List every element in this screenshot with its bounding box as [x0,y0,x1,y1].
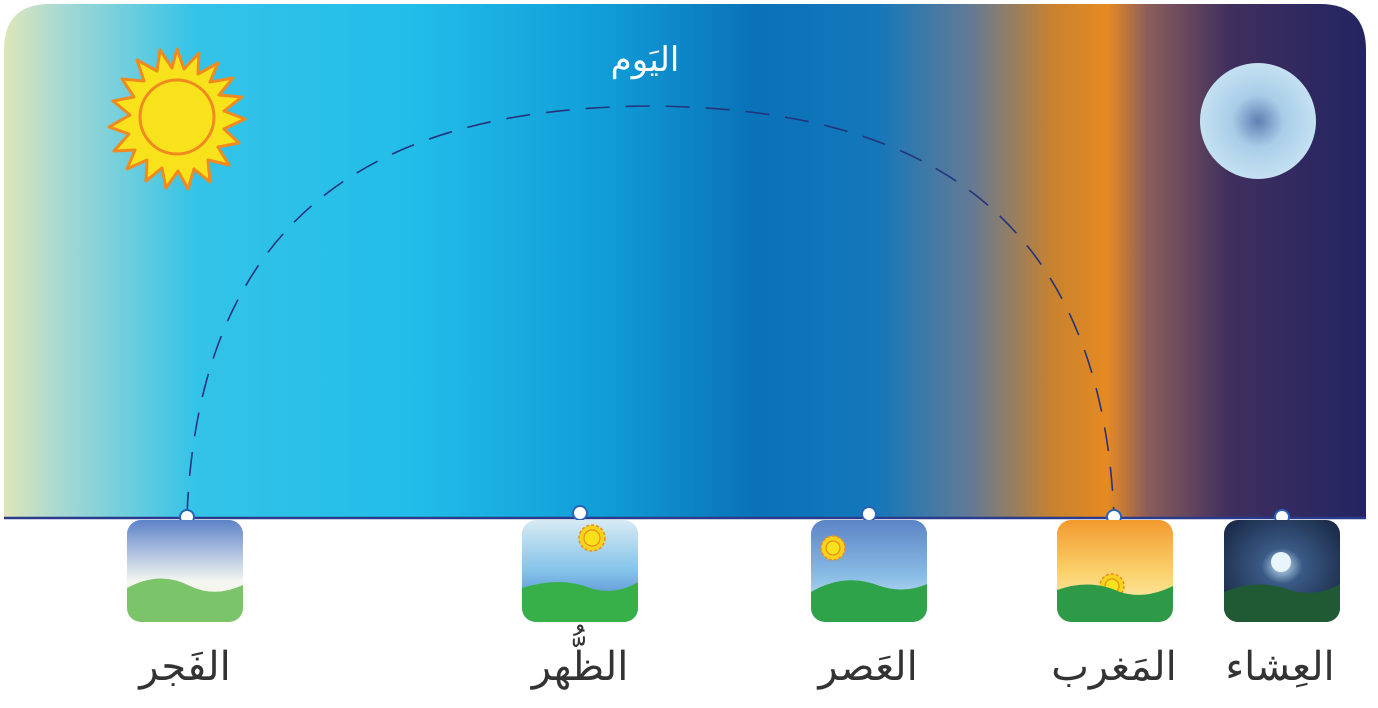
sky-background [4,4,1366,518]
asr-scene-icon [811,520,927,622]
day-title: اليَوم [610,40,680,80]
label-isha: العِشاء [1225,644,1335,690]
dhuhr-scene-icon [522,520,638,622]
label-fajr: الفَجر [139,644,231,690]
moon-icon [1200,63,1316,179]
sun-icon [107,47,247,191]
marker-asr [861,506,877,522]
isha-scene-icon [1224,520,1340,622]
label-asr: العَصر [818,644,918,690]
marker-dhuhr [572,505,588,521]
fajr-scene-icon [127,520,243,622]
label-dhuhr: الظُّهر [531,644,629,690]
day-arc [186,105,1115,517]
label-maghrib: المَغرب [1051,644,1177,690]
maghrib-scene-icon [1057,520,1173,622]
